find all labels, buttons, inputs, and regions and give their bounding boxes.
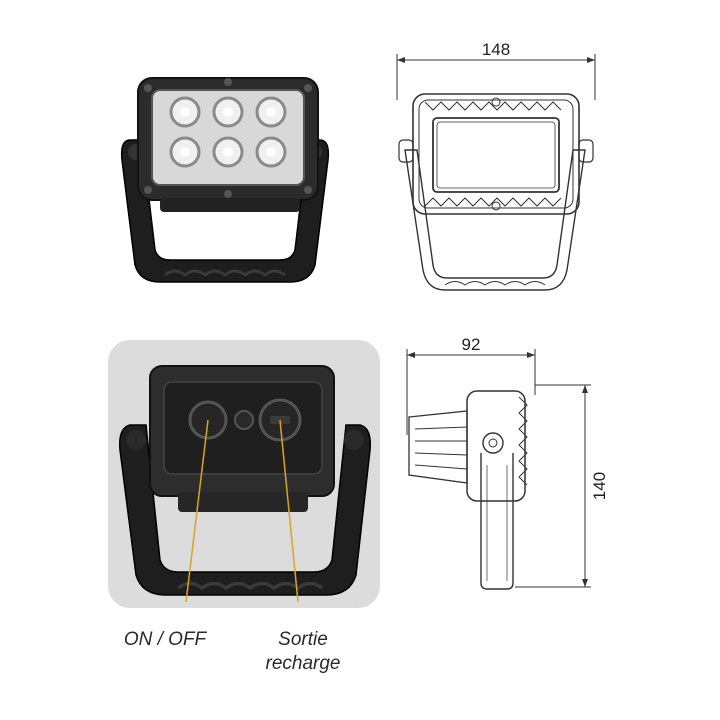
led-array [169,96,287,168]
rear-photo [108,340,380,608]
recharge-label-line2: recharge [265,653,341,674]
side-drawing: 92 140 [395,335,615,605]
on-off-label: ON / OFF [123,629,207,650]
front-photo [110,70,340,300]
depth-dimension-label: 92 [462,335,481,354]
recharge-label: Sortie recharge [248,628,358,676]
front-drawing: 148 [385,40,615,310]
width-dimension-label: 148 [482,40,510,59]
height-dimension-label: 140 [590,472,609,500]
recharge-label-line1: Sortie [278,629,328,650]
